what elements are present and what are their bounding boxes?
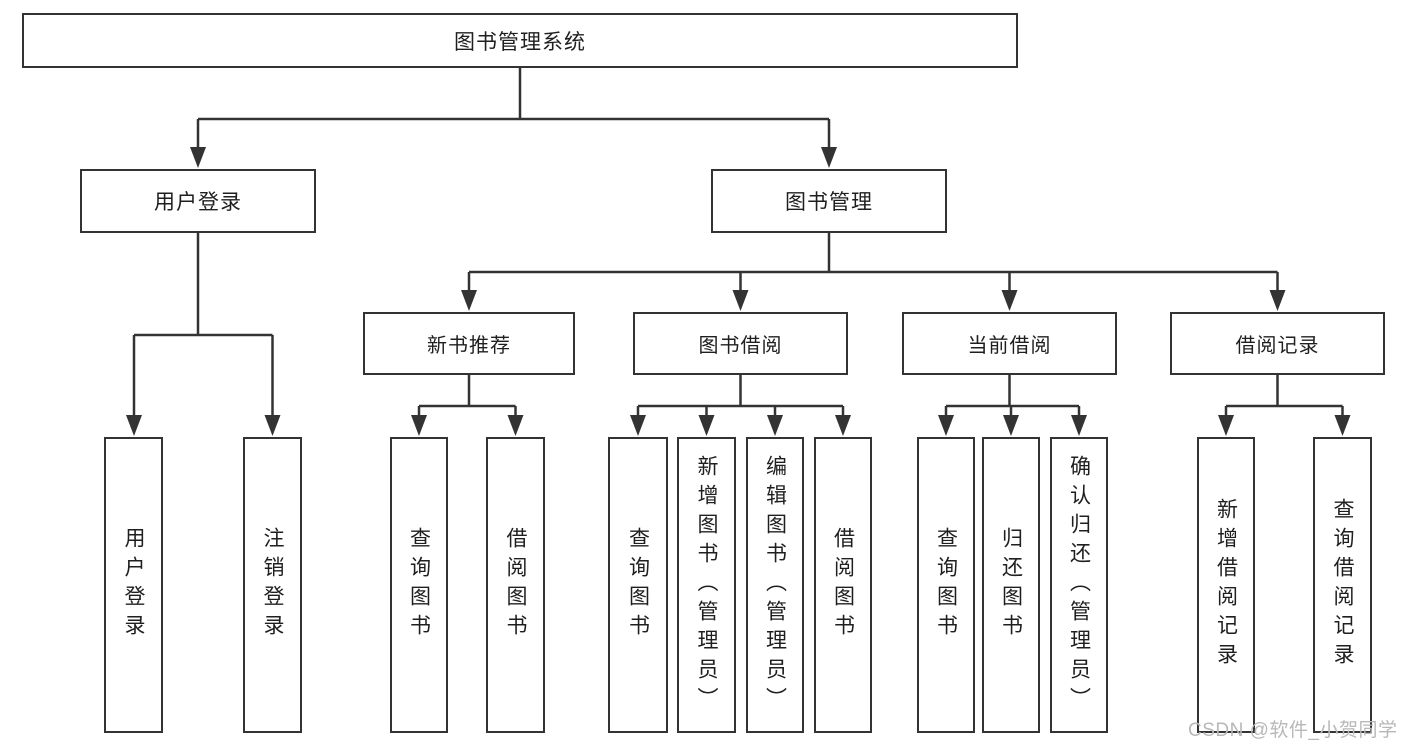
node-user-login: 用户登录	[80, 169, 316, 233]
leaf-borrow-books-recommend: 借阅图书	[486, 437, 545, 733]
node-current-borrowing: 当前借阅	[902, 312, 1117, 375]
node-borrowing-records: 借阅记录	[1170, 312, 1385, 375]
node-book-borrowing: 图书借阅	[633, 312, 848, 375]
leaf-add-book-admin: 新增图书（管理员）	[677, 437, 736, 733]
leaf-query-books-borrow: 查询图书	[608, 437, 668, 733]
leaf-edit-book-admin: 编辑图书（管理员）	[746, 437, 804, 733]
node-book-management: 图书管理	[711, 169, 947, 233]
leaf-return-book: 归还图书	[982, 437, 1040, 733]
leaf-query-books-current: 查询图书	[917, 437, 975, 733]
leaf-query-borrow-record: 查询借阅记录	[1313, 437, 1372, 733]
leaf-query-books-recommend: 查询图书	[390, 437, 448, 733]
node-new-book-recommendation: 新书推荐	[363, 312, 575, 375]
leaf-user-login: 用户登录	[104, 437, 163, 733]
node-library-system: 图书管理系统	[22, 13, 1018, 68]
leaf-borrow-books: 借阅图书	[814, 437, 872, 733]
watermark: CSDN @软件_小贺同学	[1188, 720, 1398, 741]
leaf-logout: 注销登录	[243, 437, 302, 733]
leaf-confirm-return-admin: 确认归还（管理员）	[1050, 437, 1108, 733]
leaf-add-borrow-record: 新增借阅记录	[1197, 437, 1255, 733]
